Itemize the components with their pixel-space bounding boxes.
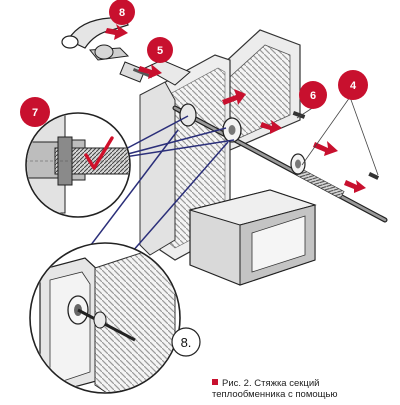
- callout-6-label: 6: [310, 90, 316, 102]
- nipple-upper: [119, 59, 191, 86]
- callout-4-label: 4: [350, 80, 357, 92]
- detail-label-8: 8.: [171, 327, 201, 357]
- detail-7-magnifier: [25, 112, 131, 218]
- arrow-4: [313, 141, 338, 156]
- callout-badge-6: 6: [299, 81, 327, 109]
- callout-8-label: 8: [119, 7, 125, 19]
- detail-label-text: 8.: [181, 335, 192, 350]
- callout-badge-5: 5: [147, 37, 173, 63]
- arrow-rod-end: [344, 180, 366, 193]
- callout-badge-4: 4: [338, 70, 368, 100]
- washer-rear: [290, 153, 306, 175]
- end-nut-part: [368, 172, 380, 180]
- caption-marker-icon: [212, 379, 218, 385]
- figure-caption: Рис. 2. Стяжка секций теплообменника с п…: [212, 378, 398, 400]
- wrench-tool: [61, 14, 130, 61]
- arrow-6: [260, 120, 282, 134]
- washer-front: [222, 117, 242, 143]
- checkmark-icon: [84, 136, 114, 170]
- callout-badge-7: 7: [20, 97, 50, 127]
- caption-line-2: теплообменника с помощью: [212, 389, 338, 400]
- detail-8-magnifier: [29, 242, 181, 394]
- arrow-upper: [222, 89, 246, 105]
- caption-text-1: Рис. 2. Стяжка секций: [222, 378, 320, 389]
- callout-4-leaders: [296, 96, 379, 176]
- callout-badge-8: 8: [109, 0, 135, 25]
- arrow-5: [138, 64, 162, 79]
- arrow-8: [105, 24, 128, 40]
- spacer-part: [292, 111, 306, 119]
- caption-line-1: Рис. 2. Стяжка секций: [212, 378, 398, 389]
- callout-7-label: 7: [32, 107, 38, 119]
- callout-5-label: 5: [157, 45, 163, 57]
- red-arrows: [105, 24, 366, 193]
- support-box: [188, 189, 317, 286]
- nipple-left: [179, 103, 197, 127]
- tie-rod: [172, 105, 388, 223]
